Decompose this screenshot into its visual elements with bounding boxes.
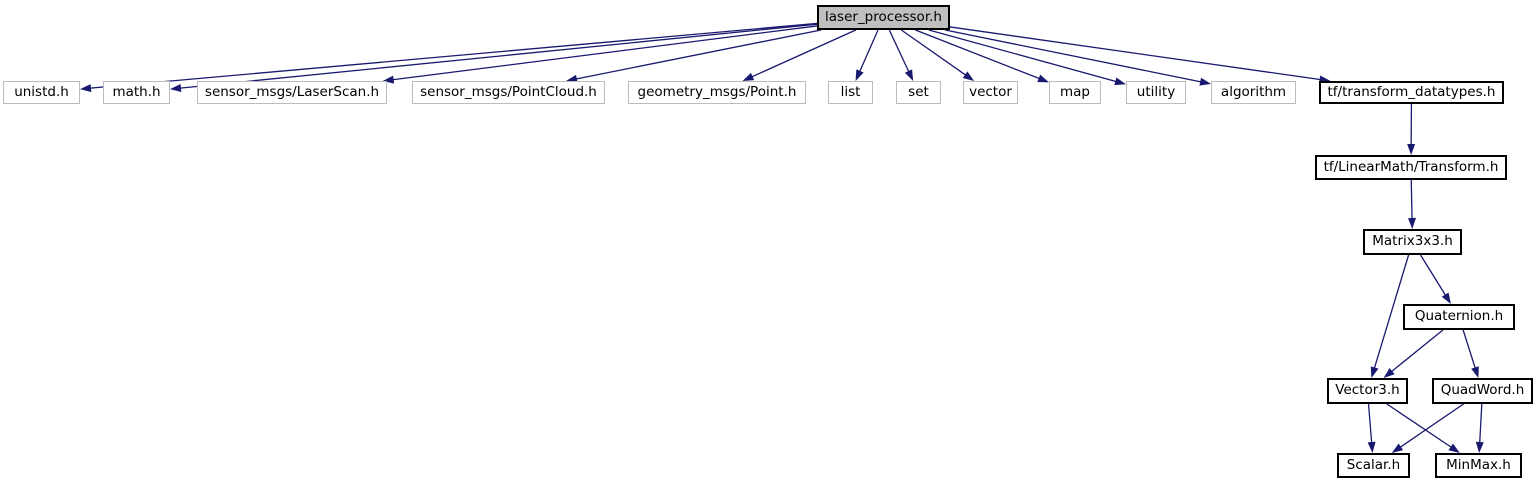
edge-vector3-scalar	[1367, 403, 1376, 453]
graph-node-unistd: unistd.h	[3, 81, 80, 104]
arrowhead-icon	[1037, 74, 1049, 83]
edge-laser-pointcloud	[566, 29, 822, 83]
arrowhead-icon	[80, 84, 92, 93]
edge-quadword-minmax	[1475, 403, 1484, 453]
arrowhead-icon	[962, 71, 975, 81]
edge-datatypes-transform	[1407, 103, 1416, 155]
arrowhead-icon	[1408, 217, 1417, 229]
edge-laser-vector	[900, 29, 975, 81]
graph-node-transform[interactable]: tf/LinearMath/Transform.h	[1315, 155, 1507, 180]
arrowhead-icon	[566, 74, 578, 83]
edge-matrix-vector3	[1370, 254, 1410, 378]
graph-node-laser: laser_processor.h	[817, 5, 950, 30]
graph-node-math: math.h	[103, 81, 170, 104]
arrowhead-icon	[904, 69, 914, 81]
edge-laser-datatypes	[949, 26, 1331, 84]
edge-laser-math	[170, 23, 818, 93]
graph-node-minmax[interactable]: MinMax.h	[1435, 453, 1522, 478]
edge-quaternion-quadword	[1462, 329, 1479, 378]
graph-node-vector: vector	[963, 81, 1018, 104]
arrowhead-icon	[1391, 443, 1404, 453]
arrowhead-icon	[742, 72, 755, 81]
edge-vector3-minmax	[1386, 403, 1460, 453]
graph-node-list: list	[828, 81, 873, 104]
graph-node-pointcloud: sensor_msgs/PointCloud.h	[412, 81, 605, 104]
graph-node-utility: utility	[1126, 81, 1186, 104]
edge-matrix-quaternion	[1420, 254, 1451, 304]
edge-transform-matrix	[1408, 179, 1417, 229]
edge-laser-map	[915, 29, 1049, 83]
graph-node-datatypes[interactable]: tf/transform_datatypes.h	[1319, 81, 1504, 104]
arrowhead-icon	[1370, 366, 1379, 378]
graph-node-algorithm: algorithm	[1211, 81, 1296, 104]
graph-node-point: geometry_msgs/Point.h	[628, 81, 806, 104]
edge-laser-set	[888, 29, 914, 81]
graph-node-map: map	[1049, 81, 1101, 104]
arrowhead-icon	[1367, 441, 1376, 453]
graph-node-vector3[interactable]: Vector3.h	[1327, 378, 1408, 404]
arrowhead-icon	[1475, 441, 1484, 453]
arrowhead-icon	[1407, 143, 1416, 155]
arrowhead-icon	[855, 69, 864, 81]
arrowhead-icon	[1448, 443, 1460, 453]
edge-laser-list	[855, 29, 879, 81]
edge-quaternion-vector3	[1383, 329, 1444, 378]
arrowhead-icon	[1199, 77, 1211, 86]
arrowhead-icon	[1383, 367, 1395, 378]
arrowhead-icon	[1114, 77, 1126, 86]
graph-node-set: set	[896, 81, 941, 104]
graph-node-laserscan: sensor_msgs/LaserScan.h	[197, 81, 387, 104]
graph-node-quaternion[interactable]: Quaternion.h	[1403, 304, 1515, 330]
arrowhead-icon	[1471, 366, 1479, 378]
arrowhead-icon	[170, 84, 182, 93]
edge-laser-utility	[928, 29, 1126, 86]
edge-quadword-scalar	[1391, 403, 1464, 453]
graph-node-scalar[interactable]: Scalar.h	[1337, 453, 1410, 478]
arrowhead-icon	[1441, 292, 1451, 304]
graph-node-quadword[interactable]: QuadWord.h	[1432, 378, 1533, 404]
graph-node-matrix[interactable]: Matrix3x3.h	[1363, 229, 1462, 255]
edge-laser-point	[742, 29, 857, 81]
edge-laser-unistd	[80, 22, 818, 93]
edge-laser-algorithm	[945, 29, 1211, 86]
